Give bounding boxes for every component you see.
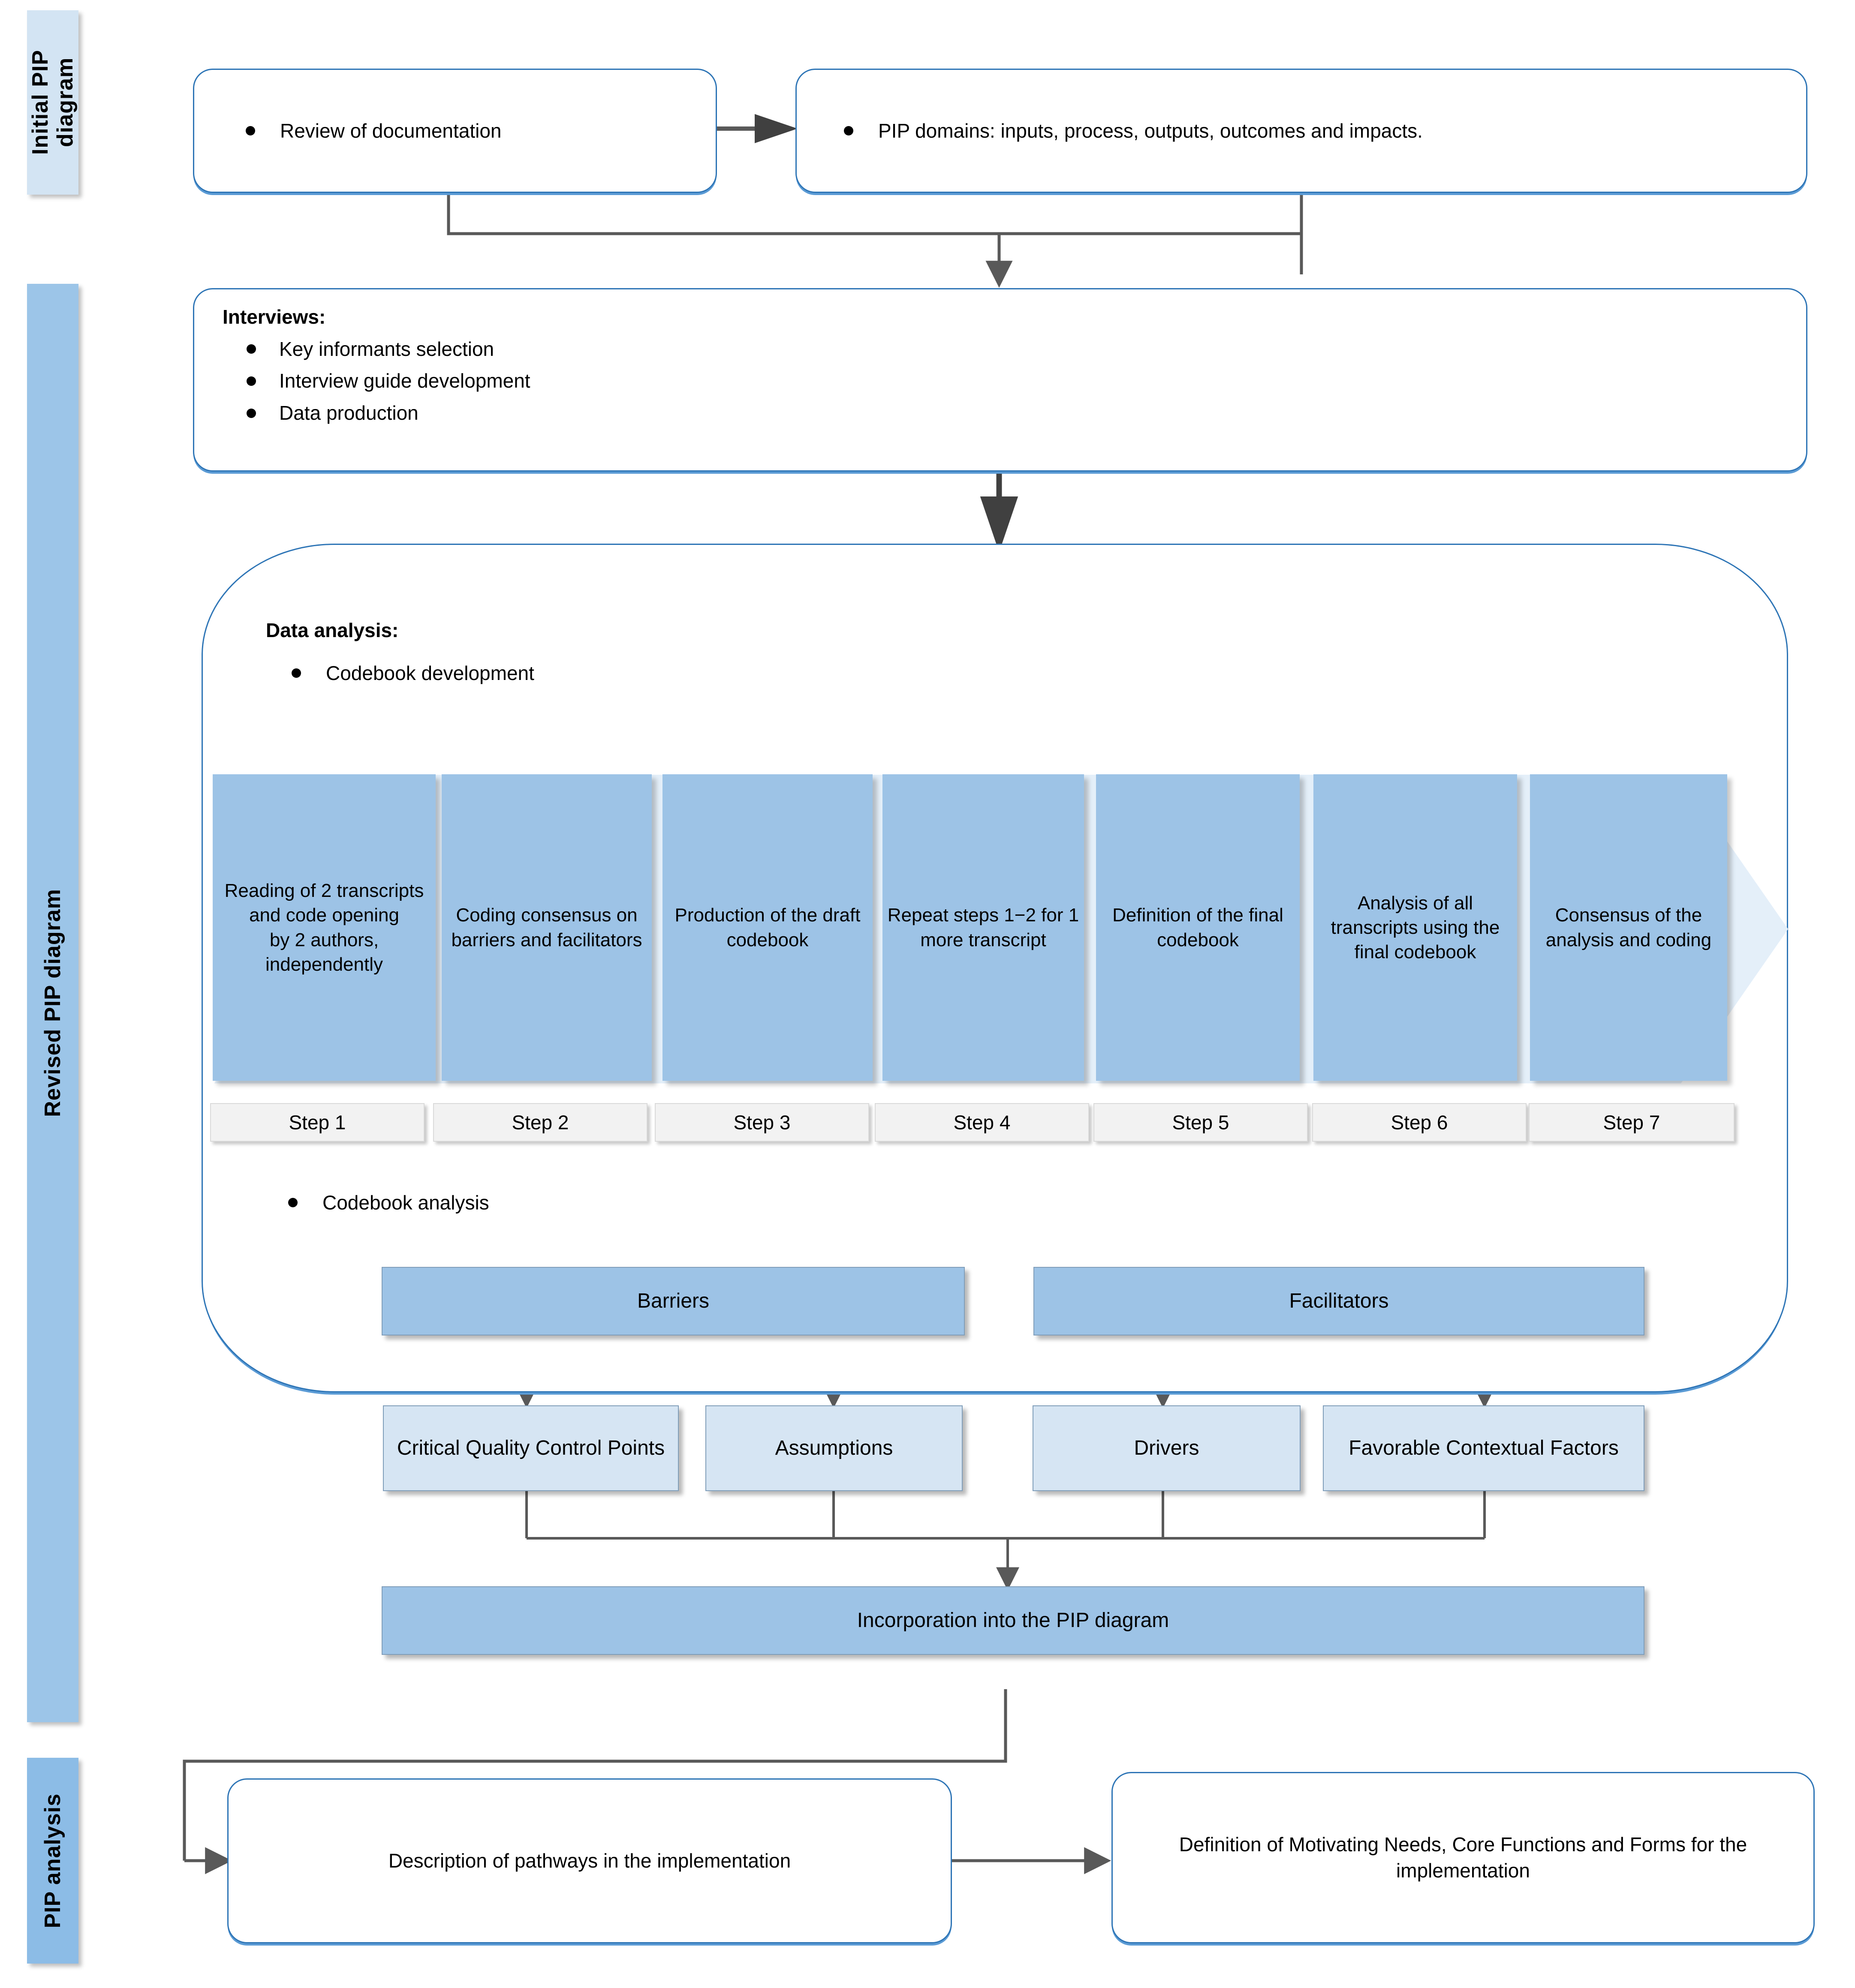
definition-motivating-label: Definition of Motivating Needs, Core Fun… <box>1179 1833 1747 1882</box>
step-label-1[interactable]: Step 1 <box>210 1103 425 1142</box>
step-label-7[interactable]: Step 7 <box>1529 1103 1735 1142</box>
band-revised-pip-diagram: Revised PIP diagram <box>27 284 78 1722</box>
bullet-icon <box>292 668 301 678</box>
list-item: Key informants selection <box>223 336 1806 362</box>
list-item: Interview guide development <box>223 368 1806 394</box>
box-critical-quality-control-points[interactable]: Critical Quality Control Points <box>383 1405 679 1491</box>
step-box-2[interactable]: Coding consensus on barriers and facilit… <box>442 774 652 1081</box>
step-box-7[interactable]: Consensus of the analysis and coding <box>1530 774 1727 1081</box>
step-box-4[interactable]: Repeat steps 1−2 for 1 more transcript <box>882 774 1084 1081</box>
bullet-icon <box>247 376 256 386</box>
bullet-icon <box>247 408 256 418</box>
list-item-codebook-analysis: Codebook analysis <box>288 1190 489 1216</box>
review-documentation-label: Review of documentation <box>280 119 502 142</box>
step-box-6[interactable]: Analysis of all transcripts using the fi… <box>1313 774 1517 1081</box>
box-drivers[interactable]: Drivers <box>1033 1405 1301 1491</box>
interviews-title: Interviews: <box>223 306 326 328</box>
band-revised-label: Revised PIP diagram <box>40 889 65 1117</box>
box-interviews[interactable]: Interviews: Key informants selection Int… <box>193 288 1807 472</box>
box-assumptions[interactable]: Assumptions <box>705 1405 963 1491</box>
step-label-6[interactable]: Step 6 <box>1312 1103 1527 1142</box>
box-barriers[interactable]: Barriers <box>382 1267 965 1335</box>
step-box-3[interactable]: Production of the draft codebook <box>662 774 873 1081</box>
step-2-text: Coding consensus on barriers and facilit… <box>451 905 642 950</box>
band-pip-analysis-label: PIP analysis <box>40 1793 65 1928</box>
bullet-icon <box>246 126 255 135</box>
step-label-3[interactable]: Step 3 <box>655 1103 869 1142</box>
band-initial-pip-diagram: Initial PIP diagram <box>27 10 78 195</box>
box-review-of-documentation[interactable]: Review of documentation <box>193 69 717 193</box>
list-item-codebook-development: Codebook development <box>292 660 534 686</box>
bullet-icon <box>247 344 256 354</box>
step-box-1[interactable]: Reading of 2 transcripts and code openin… <box>213 774 436 1081</box>
description-pathways-label: Description of pathways in the implement… <box>388 1850 791 1872</box>
box-facilitators[interactable]: Facilitators <box>1033 1267 1644 1335</box>
data-analysis-title: Data analysis: <box>266 619 399 641</box>
step-3-text: Production of the draft codebook <box>675 905 861 950</box>
step-7-text: Consensus of the analysis and coding <box>1545 905 1712 950</box>
band-initial-label: Initial PIP diagram <box>27 50 78 155</box>
interviews-list: Key informants selection Interview guide… <box>223 336 1806 426</box>
pip-domains-label: PIP domains: inputs, process, outputs, o… <box>878 119 1423 142</box>
box-favorable-contextual-factors[interactable]: Favorable Contextual Factors <box>1323 1405 1644 1491</box>
step-label-5[interactable]: Step 5 <box>1093 1103 1308 1142</box>
step-6-text: Analysis of all transcripts using the fi… <box>1331 892 1500 963</box>
bullet-icon <box>844 126 853 135</box>
box-description-of-pathways[interactable]: Description of pathways in the implement… <box>227 1778 952 1943</box>
step-box-5[interactable]: Definition of the final codebook <box>1096 774 1300 1081</box>
band-pip-analysis: PIP analysis <box>27 1758 78 1964</box>
box-incorporation-into-pip-diagram[interactable]: Incorporation into the PIP diagram <box>382 1586 1644 1655</box>
step-1-text: Reading of 2 transcripts and code openin… <box>224 880 424 975</box>
box-definition-of-motivating-needs[interactable]: Definition of Motivating Needs, Core Fun… <box>1111 1772 1815 1943</box>
step-4-text: Repeat steps 1−2 for 1 more transcript <box>887 905 1079 950</box>
step-5-text: Definition of the final codebook <box>1112 905 1283 950</box>
step-label-4[interactable]: Step 4 <box>875 1103 1089 1142</box>
list-item: Data production <box>223 400 1806 426</box>
step-label-2[interactable]: Step 2 <box>433 1103 647 1142</box>
box-pip-domains[interactable]: PIP domains: inputs, process, outputs, o… <box>795 69 1807 193</box>
bullet-icon <box>288 1198 298 1208</box>
